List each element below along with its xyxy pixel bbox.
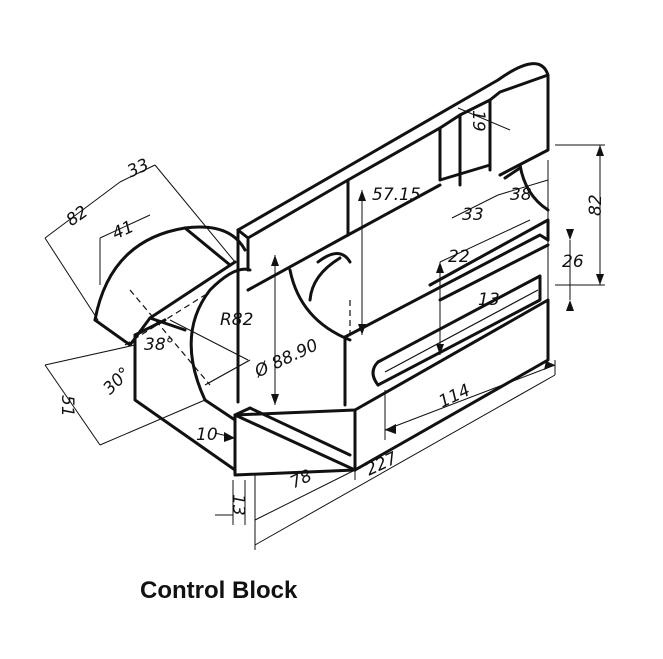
arrowheads <box>224 145 604 442</box>
dim-10: 10 <box>196 425 218 445</box>
dim-13-bottom: 13 <box>228 494 248 516</box>
dim-57-15: 57.15 <box>372 185 421 205</box>
control-block-body <box>93 62 550 477</box>
dim-114: 114 <box>436 380 474 412</box>
dim-227: 227 <box>363 448 401 480</box>
dim-diameter-88-90: Ø 88.90 <box>251 335 321 382</box>
dim-51: 51 <box>57 395 77 417</box>
dim-22: 22 <box>448 247 470 267</box>
dim-26: 26 <box>562 252 584 272</box>
dim-82-right: 82 <box>586 194 606 216</box>
dim-19: 19 <box>468 110 488 132</box>
dim-angle-30: 30° <box>99 364 134 399</box>
figure-caption: Control Block <box>140 577 298 604</box>
dim-41: 41 <box>109 217 137 244</box>
dimension-lines <box>44 107 605 550</box>
dim-38-right: 38 <box>510 185 532 205</box>
dim-33-mid: 33 <box>462 205 484 225</box>
dim-13-slot: 13 <box>478 290 500 310</box>
centre-lines <box>124 289 351 386</box>
dim-angle-38: 38° <box>144 335 174 355</box>
dim-r82: R82 <box>220 310 253 330</box>
dim-78: 78 <box>287 466 315 493</box>
